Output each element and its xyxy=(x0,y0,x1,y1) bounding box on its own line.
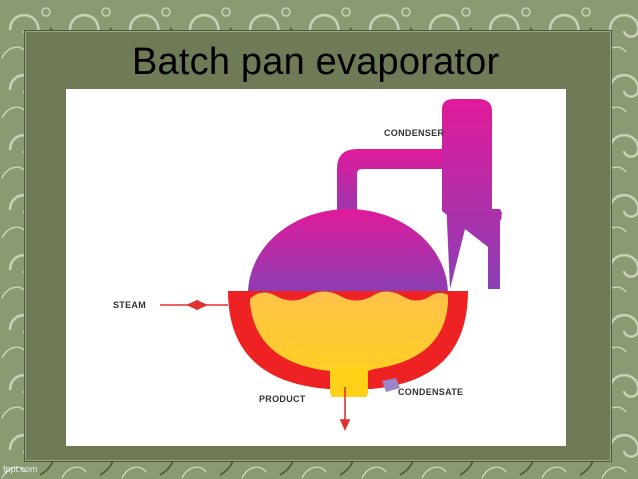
product-label: PRODUCT xyxy=(259,394,306,404)
condensate-label: CONDENSATE xyxy=(398,387,463,397)
liquid-product xyxy=(250,291,448,394)
product-arrow xyxy=(339,387,351,431)
condenser-label: CONDENSER xyxy=(384,128,444,138)
condensate-pipe xyxy=(382,378,400,392)
watermark: fppt.com xyxy=(3,464,38,474)
condenser-body xyxy=(442,99,502,289)
batch-pan-evaporator-diagram: CONDENSER STEAM PRODUCT CONDENSATE xyxy=(113,99,502,431)
vapor-pipe xyxy=(337,149,468,229)
steam-arrows xyxy=(160,299,228,311)
product-outlet-pipe xyxy=(331,367,367,397)
steam-label: STEAM xyxy=(113,300,146,310)
vapor-dome xyxy=(248,209,448,294)
slide-title: Batch pan evaporator xyxy=(132,41,500,83)
diagram-area: CONDENSER STEAM PRODUCT CONDENSATE xyxy=(66,89,566,446)
